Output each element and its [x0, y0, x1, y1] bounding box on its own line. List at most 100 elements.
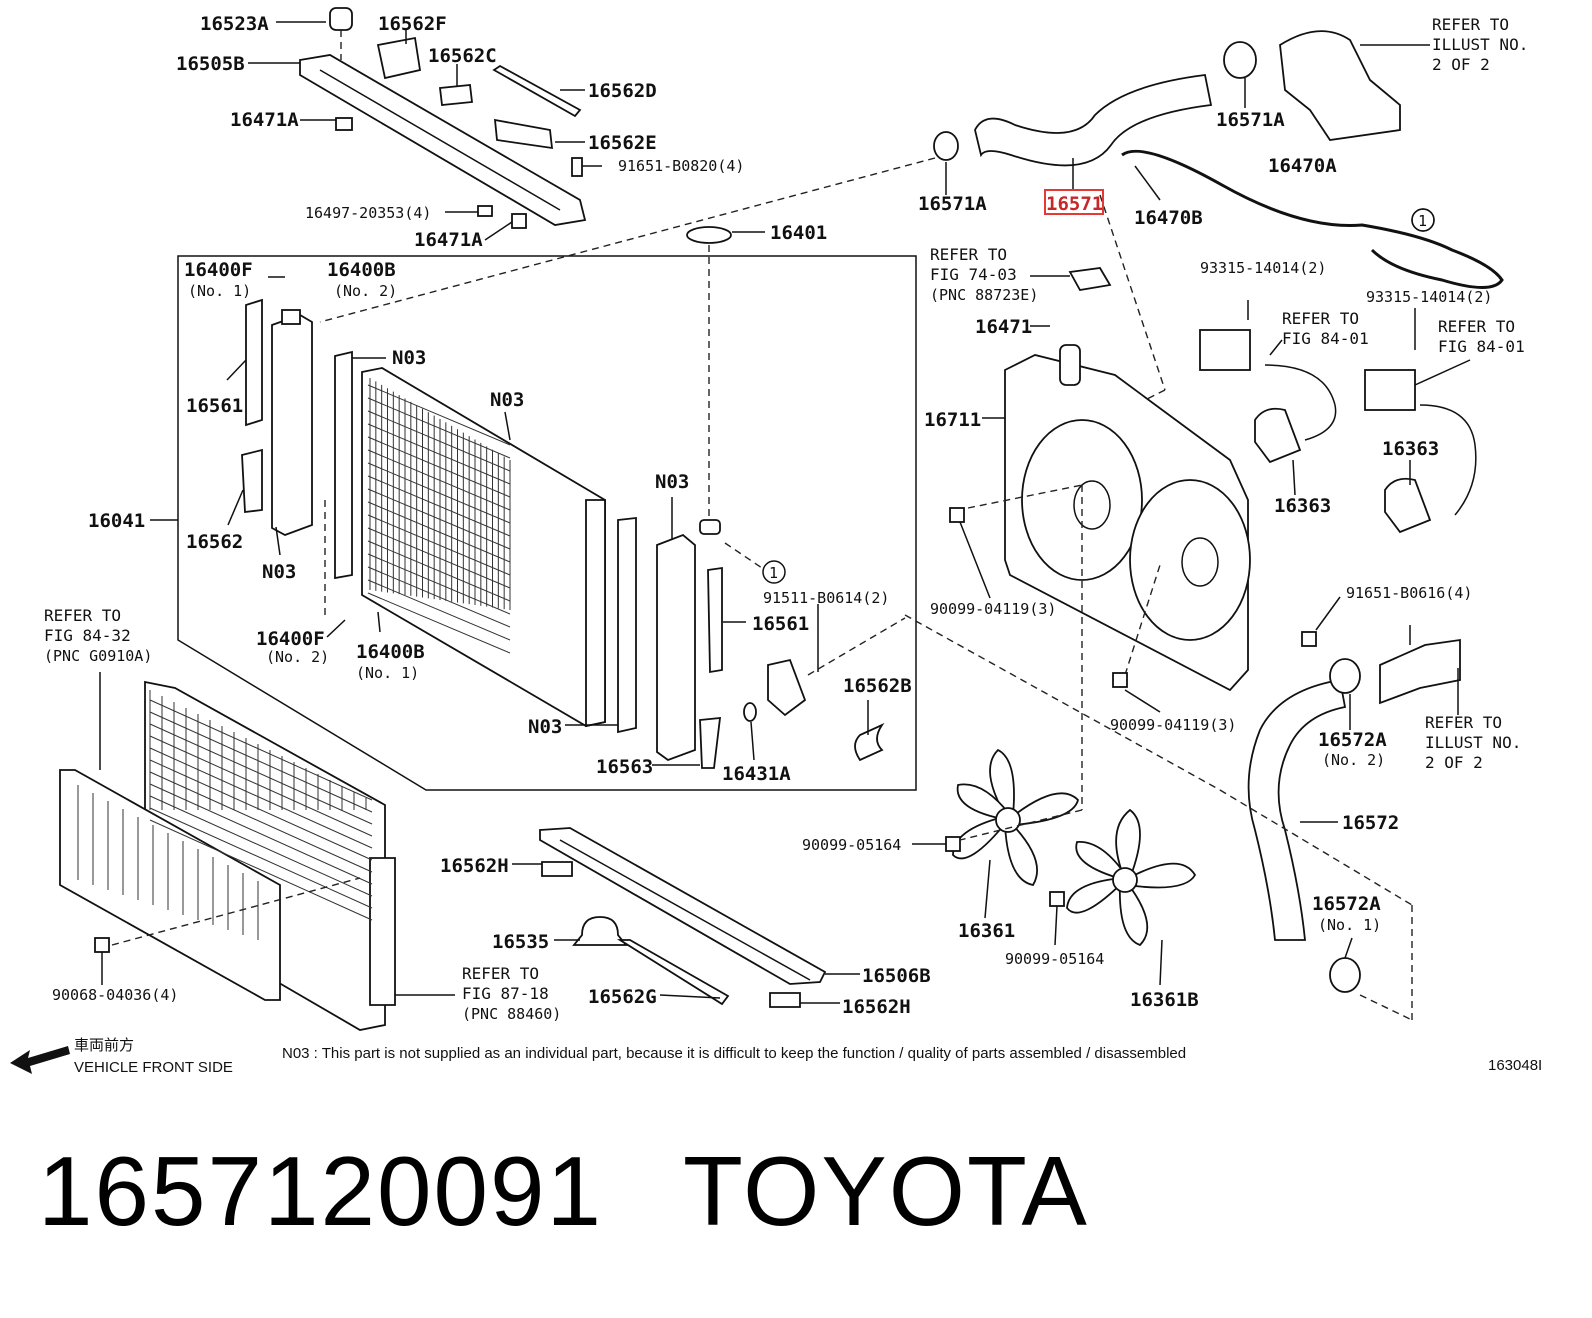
label-16572A-no2: 16572A — [1318, 729, 1387, 751]
label-16401: 16401 — [770, 222, 827, 244]
marker-1-radiator: 1 — [769, 564, 778, 582]
ref-fig84-a-2: FIG 84-01 — [1282, 329, 1369, 348]
brand-name: TOYOTA — [683, 1136, 1089, 1246]
radiator-left-tank — [241, 298, 313, 536]
ref-fig84-32-1: REFER TO — [44, 606, 121, 625]
front-label-jp: 車両前方 — [74, 1037, 134, 1054]
n03-footnote: N03 : This part is not supplied as an in… — [282, 1045, 1186, 1062]
label-16470A: 16470A — [1268, 155, 1337, 177]
label-16363-left: 16363 — [1274, 495, 1331, 517]
ref-fig84-32-2: FIG 84-32 — [44, 626, 131, 645]
label-16431A: 16431A — [722, 763, 791, 785]
ref-fig74-3: (PNC 88723E) — [930, 286, 1038, 304]
label-16400F-no2-sub: (No. 2) — [266, 648, 329, 666]
parts-diagram: 16523A 16562F 16505B 16562C 16562D 16471… — [10, 7, 1542, 1076]
part-number: 1657120091 — [38, 1136, 604, 1246]
label-16572A-no2-sub: (No. 2) — [1322, 751, 1385, 769]
ref-illust-top-1: REFER TO — [1432, 15, 1509, 34]
label-16400B-no1-sub: (No. 1) — [356, 664, 419, 682]
ref-fig74-2: FIG 74-03 — [930, 265, 1017, 284]
label-N03-right-tank: N03 — [655, 471, 689, 493]
label-16506B: 16506B — [862, 965, 931, 987]
label-90099-04119-b: 90099-04119(3) — [1110, 716, 1236, 734]
label-16561-right: 16561 — [752, 613, 809, 635]
label-16571A-left: 16571A — [918, 193, 987, 215]
ref-fig87-1: REFER TO — [462, 964, 539, 983]
label-90099-05164-a: 90099-05164 — [802, 836, 901, 854]
ref-illust-bottom-3: 2 OF 2 — [1425, 753, 1483, 772]
label-16562B: 16562B — [843, 675, 912, 697]
part-labels: 16523A 16562F 16505B 16562C 16562D 16471… — [52, 13, 1492, 1018]
marker-1-top: 1 — [1418, 212, 1427, 230]
label-16470B: 16470B — [1134, 207, 1203, 229]
label-16571-highlighted[interactable]: 16571 — [1046, 193, 1103, 215]
label-16471A-bottom: 16471A — [414, 229, 483, 251]
label-16571A-right: 16571A — [1216, 109, 1285, 131]
radiator-cap — [686, 226, 765, 520]
label-16400F-no2: 16400F — [256, 628, 325, 650]
label-16505B: 16505B — [176, 53, 245, 75]
label-16400B-no1: 16400B — [356, 641, 425, 663]
label-16363-right: 16363 — [1382, 438, 1439, 460]
front-label-en: VEHICLE FRONT SIDE — [74, 1059, 233, 1076]
label-90068-04036: 90068-04036(4) — [52, 986, 178, 1004]
ref-illust-bottom-2: ILLUST NO. — [1425, 733, 1521, 752]
label-16400B-no2-sub: (No. 2) — [334, 282, 397, 300]
label-93315-14014-b: 93315-14014(2) — [1366, 288, 1492, 306]
figure-id: 163048I — [1488, 1057, 1542, 1074]
label-90099-05164-b: 90099-05164 — [1005, 950, 1104, 968]
label-16361: 16361 — [958, 920, 1015, 942]
label-N03-left-tank: N03 — [262, 561, 296, 583]
ref-fig74-1: REFER TO — [930, 245, 1007, 264]
radiator-group-outline — [177, 255, 917, 791]
label-16562F: 16562F — [378, 13, 447, 35]
label-91651-B0820: 91651-B0820(4) — [618, 157, 744, 175]
label-16400B-no2: 16400B — [327, 259, 396, 281]
label-16562G: 16562G — [588, 986, 657, 1008]
ref-fig87-3: (PNC 88460) — [462, 1005, 561, 1023]
highlight-box[interactable] — [1044, 189, 1104, 215]
label-16562H-left: 16562H — [440, 855, 509, 877]
ref-illust-top-3: 2 OF 2 — [1432, 55, 1490, 74]
upper-hose — [319, 30, 1430, 406]
label-91511-B0614: 91511-B0614(2) — [763, 589, 889, 607]
leader-lines-radiator — [226, 276, 906, 766]
label-16572: 16572 — [1342, 812, 1399, 834]
label-16562: 16562 — [186, 531, 243, 553]
label-N03-right-gasket: N03 — [528, 716, 562, 738]
label-16561-left: 16561 — [186, 395, 243, 417]
ref-fig84-32-3: (PNC G0910A) — [44, 647, 152, 665]
label-16562C: 16562C — [428, 45, 497, 67]
label-16361B: 16361B — [1130, 989, 1199, 1011]
label-93315-14014-a: 93315-14014(2) — [1200, 259, 1326, 277]
upper-support-bracket — [299, 7, 587, 229]
label-90099-04119-a: 90099-04119(3) — [930, 600, 1056, 618]
label-16523A: 16523A — [200, 13, 269, 35]
label-16711: 16711 — [924, 409, 981, 431]
ac-condenser — [59, 672, 455, 1031]
label-16562H-right: 16562H — [842, 996, 911, 1018]
lower-hose — [904, 614, 1461, 1021]
label-16535: 16535 — [492, 931, 549, 953]
ref-fig84-b-2: FIG 84-01 — [1438, 337, 1525, 356]
ref-fig84-b-1: REFER TO — [1438, 317, 1515, 336]
label-16563: 16563 — [596, 756, 653, 778]
vehicle-front-arrow-icon — [10, 1046, 70, 1074]
ref-illust-top-2: ILLUST NO. — [1432, 35, 1528, 54]
label-16497-20353: 16497-20353(4) — [305, 204, 431, 222]
fan-leader-lines — [949, 267, 1341, 713]
label-16562D: 16562D — [588, 80, 657, 102]
label-16562E: 16562E — [588, 132, 657, 154]
product-caption: 1657120091 TOYOTA — [38, 1135, 1089, 1248]
label-16572A-no1-sub: (No. 1) — [1318, 916, 1381, 934]
leader-lines-top-left — [248, 21, 602, 241]
fan-blades — [912, 484, 1197, 986]
radiator-core — [334, 350, 637, 734]
label-16572A-no1: 16572A — [1312, 893, 1381, 915]
ref-fig87-2: FIG 87-18 — [462, 984, 549, 1003]
label-91651-B0616: 91651-B0616(4) — [1346, 584, 1472, 602]
label-16041: 16041 — [88, 510, 145, 532]
radiator-right-tank — [656, 519, 885, 769]
reference-notes: REFER TO ILLUST NO. 2 OF 2 REFER TO FIG … — [44, 15, 1528, 1023]
label-16471: 16471 — [975, 316, 1032, 338]
